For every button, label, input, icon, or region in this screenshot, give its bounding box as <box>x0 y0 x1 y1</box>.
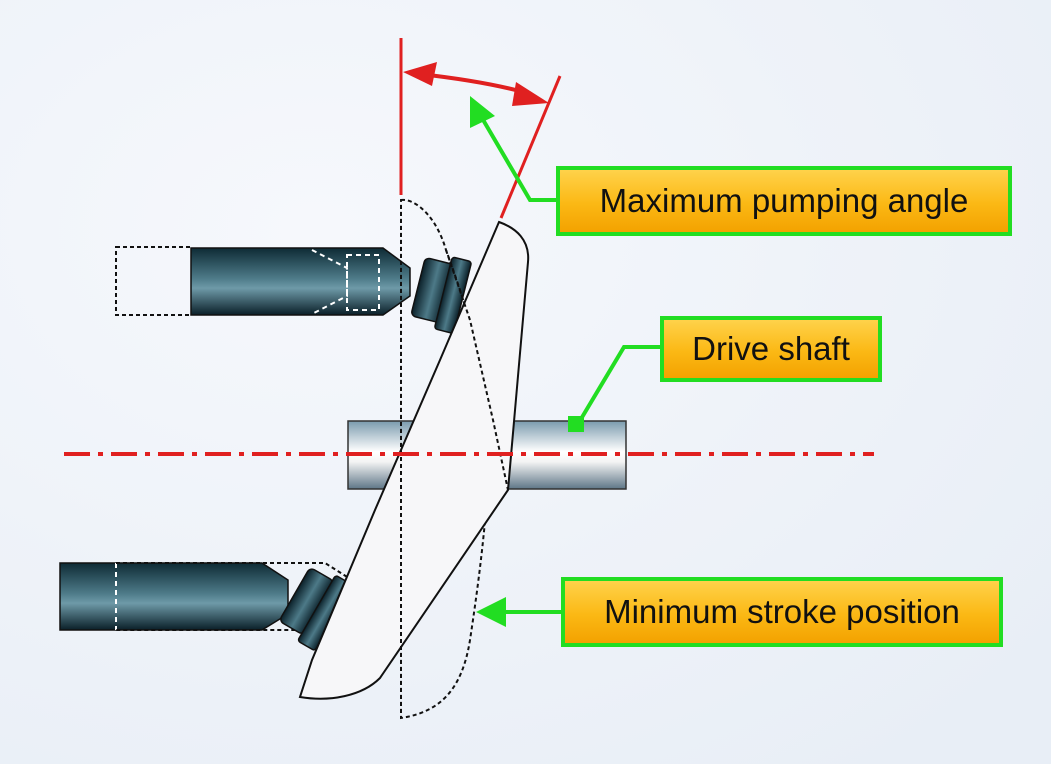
lower-piston <box>59 562 401 651</box>
leader-max-angle <box>480 116 556 202</box>
upper-piston-shoe-dashed <box>346 254 380 311</box>
angle-arrowhead-right <box>512 82 549 106</box>
upper-piston <box>115 246 472 334</box>
upper-piston-ball-dashed <box>311 249 348 315</box>
label-maximum-pumping-angle: Maximum pumping angle <box>556 166 1012 236</box>
upper-piston-min-stroke-outline <box>115 246 193 316</box>
tilt-reference-line <box>499 75 562 219</box>
lower-piston-body <box>59 562 289 631</box>
label-minimum-stroke-position: Minimum stroke position <box>561 577 1003 647</box>
leader-max-angle-arrowhead <box>470 96 495 128</box>
upper-piston-body <box>190 247 411 316</box>
leader-drive-shaft <box>576 345 660 426</box>
leader-drive-shaft-marker <box>568 416 584 432</box>
leader-min-stroke-arrowhead <box>476 597 506 627</box>
swash-plate <box>298 220 530 700</box>
angle-arrowhead-left <box>403 62 437 86</box>
label-drive-shaft: Drive shaft <box>660 316 882 382</box>
